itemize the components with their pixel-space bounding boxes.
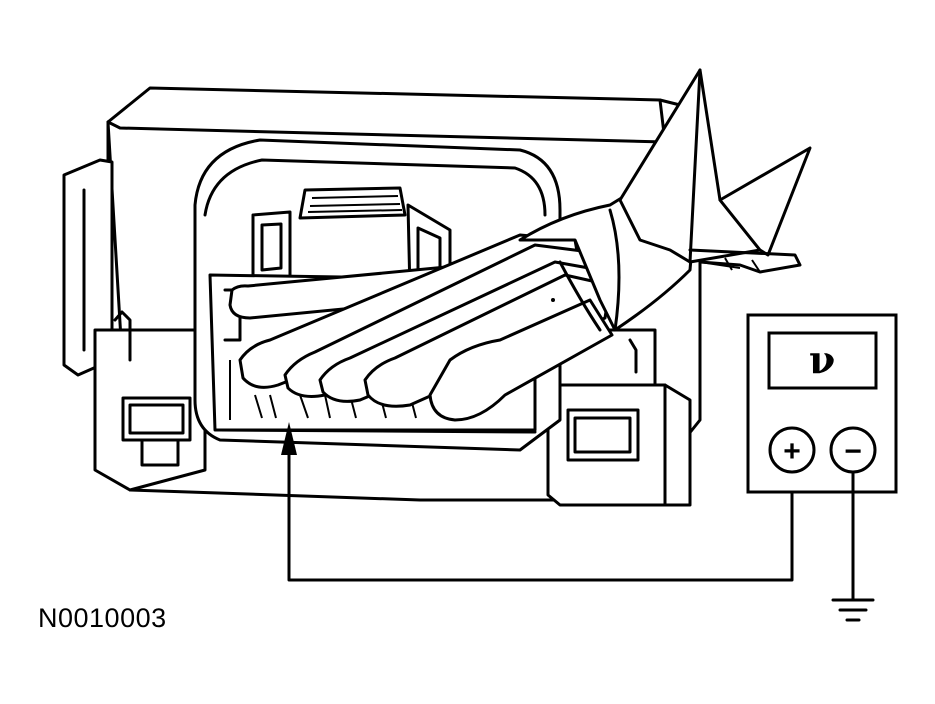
negative-terminal-label: − xyxy=(844,435,862,468)
voltmeter-icon: ν + − xyxy=(746,313,898,494)
probe-arrow-icon xyxy=(281,422,794,582)
figure-label: N0010003 xyxy=(38,603,167,633)
right-housing xyxy=(546,328,692,507)
voltmeter-display: ν xyxy=(809,337,835,382)
left-latch xyxy=(121,396,192,467)
wire-harness-icon xyxy=(228,68,812,422)
positive-terminal xyxy=(768,426,816,474)
ground-symbol-icon xyxy=(831,470,875,622)
positive-terminal-label: + xyxy=(783,435,801,468)
